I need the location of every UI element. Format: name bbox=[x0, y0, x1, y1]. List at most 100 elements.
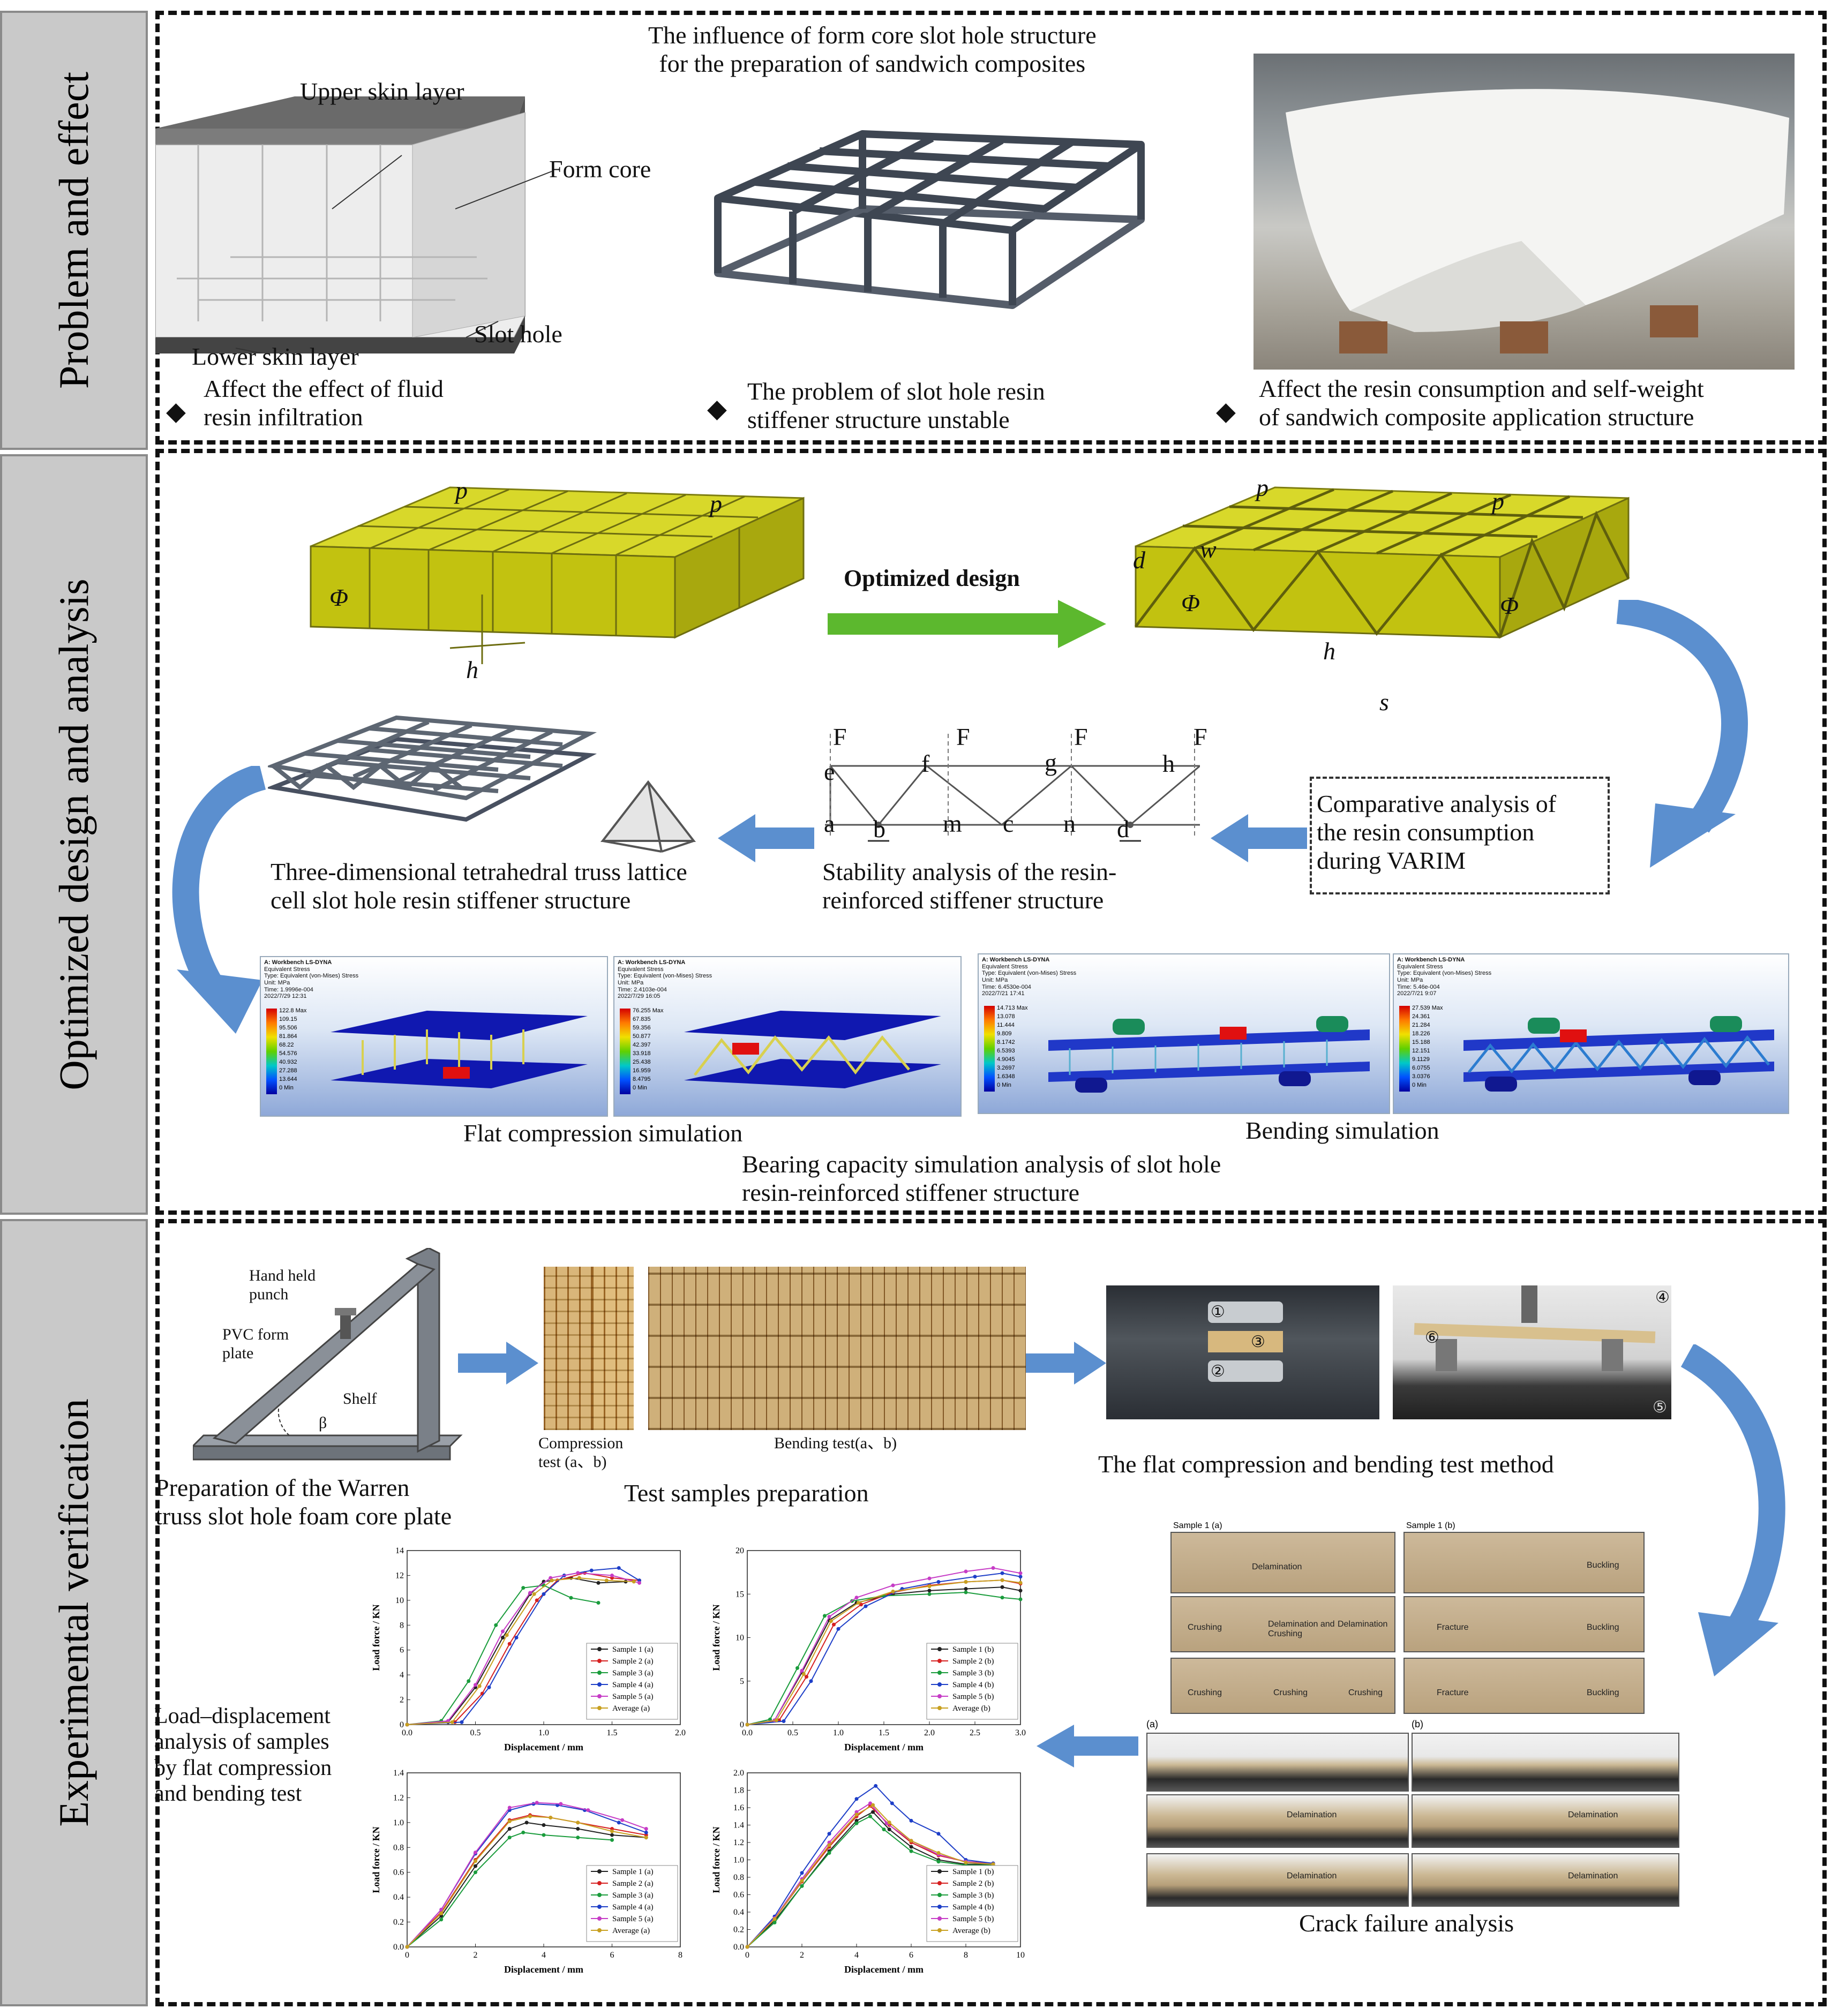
data-point bbox=[745, 1722, 749, 1727]
simulation-panel-bending-2: A: Workbench LS-DYNA Equivalent Stress T… bbox=[1393, 953, 1789, 1114]
x-tick-label: 2.0 bbox=[924, 1728, 935, 1737]
sim-header-line: 2022/7/29 12:31 bbox=[264, 993, 307, 1000]
data-point bbox=[474, 1850, 477, 1855]
y-tick-label: 5 bbox=[740, 1677, 744, 1686]
crack-label: Delamination bbox=[1568, 1871, 1618, 1880]
tetrahedral-truss-lattice bbox=[268, 715, 597, 822]
y-tick-label: 1.4 bbox=[393, 1769, 404, 1778]
legend-value: 40.932 bbox=[279, 1059, 297, 1065]
data-point bbox=[795, 1666, 799, 1670]
data-point bbox=[800, 1879, 804, 1883]
beta-label: β bbox=[319, 1414, 327, 1432]
data-point bbox=[507, 1836, 512, 1840]
sim-header: A: Workbench LS-DYNA Equivalent Stress T… bbox=[1397, 957, 1491, 997]
data-point bbox=[1018, 1575, 1023, 1579]
sim-header-line: Equivalent Stress bbox=[264, 966, 310, 973]
legend-label: Sample 2 (a) bbox=[612, 1879, 654, 1888]
y-tick-label: 14 bbox=[395, 1546, 404, 1555]
data-point bbox=[644, 1830, 648, 1834]
text-line: Hand held bbox=[249, 1267, 316, 1284]
legend-label: Sample 5 (a) bbox=[612, 1915, 654, 1923]
data-point bbox=[610, 1833, 614, 1837]
data-point bbox=[827, 1843, 831, 1847]
legend-value: 4.9045 bbox=[997, 1056, 1015, 1063]
legend-value: 15.188 bbox=[1412, 1039, 1430, 1045]
crack-label: Delamination bbox=[1287, 1871, 1337, 1880]
crack-photo: Crushing Crushing Crushing bbox=[1170, 1658, 1395, 1714]
data-point bbox=[632, 1579, 636, 1584]
slot-hole-stiffener-grid bbox=[714, 130, 1145, 309]
tetrahedron-cell-icon bbox=[600, 780, 696, 853]
crack-photo: Fracture Buckling bbox=[1403, 1596, 1645, 1652]
data-point bbox=[868, 1801, 872, 1806]
bending-sim-caption: Bending simulation bbox=[1245, 1117, 1439, 1144]
text-line: cell slot hole resin stiffener structure bbox=[271, 886, 631, 914]
data-point bbox=[610, 1573, 614, 1577]
section-label-problem: Problem and effect bbox=[0, 11, 148, 450]
sample-1a-label: Sample 1 (a) bbox=[1173, 1521, 1222, 1530]
data-point bbox=[494, 1623, 498, 1627]
legend-label: Sample 3 (a) bbox=[612, 1669, 654, 1678]
text-line: PVC form bbox=[222, 1326, 289, 1343]
legend-value: 11.444 bbox=[997, 1022, 1015, 1028]
series-line bbox=[407, 1832, 612, 1947]
legend-value: 33.918 bbox=[633, 1050, 651, 1057]
y-tick-label: 2.0 bbox=[733, 1769, 744, 1778]
crack-label: Delamination and Crushing bbox=[1268, 1620, 1335, 1638]
data-point bbox=[745, 1945, 749, 1949]
data-point bbox=[474, 1859, 477, 1863]
legend-marker bbox=[597, 1869, 602, 1874]
legend-value: 14.713 Max bbox=[997, 1005, 1028, 1011]
data-point bbox=[617, 1821, 621, 1825]
x-tick-label: 1.5 bbox=[879, 1728, 889, 1737]
sim-header-line: 2022/7/21 17:41 bbox=[982, 990, 1025, 997]
legend-marker bbox=[597, 1905, 602, 1909]
data-point bbox=[507, 1819, 512, 1824]
panel-experiment bbox=[155, 1219, 1827, 2006]
sim-header-line: A: Workbench LS-DYNA bbox=[1397, 957, 1465, 963]
legend-label: Sample 4 (b) bbox=[952, 1903, 994, 1912]
y-axis-label: Load force / KN bbox=[371, 1604, 381, 1671]
legend-value: 27.288 bbox=[279, 1067, 297, 1074]
legend-value: 0 Min bbox=[1412, 1082, 1427, 1088]
stress-color-legend bbox=[984, 1006, 995, 1092]
x-tick-label: 0 bbox=[405, 1951, 409, 1960]
sim-header-line: A: Workbench LS-DYNA bbox=[264, 959, 332, 966]
x-axis-label: Displacement / mm bbox=[844, 1964, 924, 1975]
effect-line: resin infiltration bbox=[204, 403, 363, 431]
data-point bbox=[521, 1586, 526, 1590]
effect-stiffener-unstable: The problem of slot hole resin stiffener… bbox=[747, 378, 1045, 434]
legend-marker bbox=[937, 1659, 942, 1663]
load-displacement-caption: Load–displacement analysis of samples by… bbox=[154, 1703, 332, 1807]
data-point bbox=[890, 1801, 894, 1806]
data-point bbox=[549, 1816, 553, 1820]
section-label-experiment: Experimental verification bbox=[0, 1219, 148, 2006]
data-point bbox=[528, 1591, 532, 1595]
sim-header: A: Workbench LS-DYNA Equivalent Stress T… bbox=[982, 957, 1076, 997]
legend-value: 59.356 bbox=[633, 1025, 651, 1031]
sim-header-line: Time: 1.9996e-004 bbox=[264, 986, 313, 993]
legend-label: Sample 4 (b) bbox=[952, 1681, 994, 1689]
sandwich-panel-diagram bbox=[155, 96, 552, 353]
x-axis-label: Displacement / mm bbox=[504, 1964, 583, 1975]
data-point bbox=[474, 1870, 477, 1875]
data-point bbox=[782, 1719, 786, 1723]
series-line bbox=[407, 1584, 599, 1725]
dim-phi: Φ bbox=[329, 584, 349, 611]
section-label-text: Optimized design and analysis bbox=[50, 578, 97, 1090]
sim-header-line: Time: 5.46e-004 bbox=[1397, 983, 1440, 990]
legend-marker bbox=[597, 1682, 602, 1687]
lattice-caption: Three-dimensional tetrahedral truss latt… bbox=[271, 858, 687, 915]
data-point bbox=[467, 1679, 471, 1683]
data-point bbox=[528, 1814, 532, 1818]
crack-label: Crushing bbox=[1348, 1688, 1383, 1697]
legend-label: Sample 1 (b) bbox=[952, 1868, 994, 1876]
data-point bbox=[535, 1598, 539, 1603]
text-line: the resin consumption bbox=[1317, 818, 1535, 846]
y-tick-label: 0.6 bbox=[393, 1868, 404, 1877]
effect-line: Affect the resin consumption and self-we… bbox=[1259, 375, 1704, 402]
x-tick-label: 2.0 bbox=[675, 1728, 686, 1737]
bullet: ◆ bbox=[707, 395, 727, 423]
effect-line: of sandwich composite application struct… bbox=[1259, 403, 1694, 431]
